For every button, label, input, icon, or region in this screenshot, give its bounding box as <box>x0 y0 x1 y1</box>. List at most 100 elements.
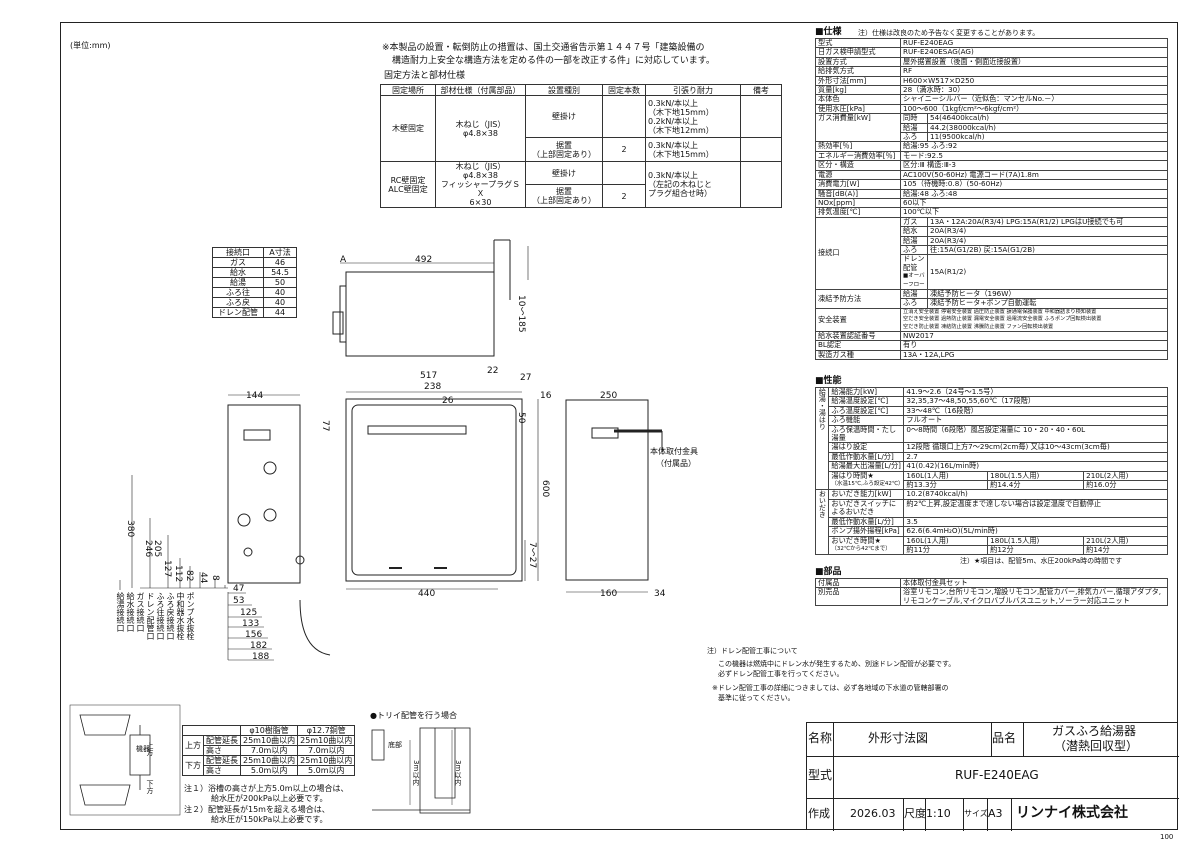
spec-value: 給湯:48 ふろ:48 <box>900 188 1168 199</box>
fixing-type: 据置 <box>556 140 572 150</box>
fixing-material: 6×30 <box>469 198 492 207</box>
port-label: ポンプ水抜栓 <box>186 592 195 640</box>
fixing-count: 2 <box>602 137 646 162</box>
dim-517: 517 <box>420 371 438 381</box>
perf-key: 給湯温度設定[℃] <box>828 396 905 407</box>
top-view-body <box>345 271 495 357</box>
tb-company: リンナイ株式会社 <box>1016 805 1128 821</box>
perf-value: 10.2(8740kcal/h) <box>903 489 1168 500</box>
notice-line1: ※本製品の設置・転倒防止の措置は、国土交通省告示第１４４７号「建築設備の <box>382 43 705 53</box>
trap-base: 底部 <box>388 741 402 749</box>
spec-value: 15A(R1/2) <box>927 254 1168 290</box>
perf-value: 210L(2人用) <box>1083 470 1168 482</box>
spec-value: 20A(R3/4) <box>927 226 1168 237</box>
fixing-title: 固定方法と部材仕様 <box>384 71 466 81</box>
spec-value: 区分:Ⅲ 構造:Ⅲ-3 <box>900 160 1168 171</box>
tb-scale: 1:10 <box>926 807 951 820</box>
spec-value: AC100V(50-60Hz) 電源コード(7A)1.8m <box>900 169 1168 181</box>
perf-value: 41(0.42)(16L/min時) <box>903 461 1168 472</box>
pipe-note-1: 注１）浴槽の高さが上方5.0m以上の場合は、 <box>184 784 349 793</box>
pipe-note-2b: 給水圧が150kPa以上必要です。 <box>211 815 328 824</box>
trap-h1: 3m以内 <box>412 760 420 786</box>
fixing-count: 2 <box>602 184 646 208</box>
pipe-key: 高さ <box>203 765 241 776</box>
fixing-material: フィッシャープラグＳＸ <box>440 180 521 198</box>
fixing-table: 固定場所 部材仕様（付属部品） 設置種別 固定本数 引張り耐力 備考 木壁固定 … <box>380 84 782 208</box>
perf-value: 180L(1.5人用) <box>987 535 1085 546</box>
drain-note-1: 注）ドレン配管工事について <box>707 647 798 655</box>
spec-title-note: 注）仕様は改良のため予告なく変更することがあります。 <box>858 29 1040 37</box>
dim-600: 600 <box>540 480 550 498</box>
spec-value: 100℃以下 <box>900 207 1168 218</box>
port-label: 給水接続口 <box>126 592 135 632</box>
dim-16: 16 <box>540 391 552 401</box>
perf-key: （水温15℃,ふろ設定42℃） <box>831 481 904 488</box>
fixing-type: 据置 <box>556 187 572 196</box>
spec-key: 熱効率[％] <box>815 141 901 152</box>
spec-key: 本体色 <box>815 94 901 105</box>
spec-value: 空だき安全装置 過熱防止装置 漏電安全装置 過電流安全装置 ふろポンプ回転検出装… <box>903 316 1102 323</box>
perf-value: 約14分 <box>1083 544 1168 556</box>
dim-238: 238 <box>424 382 442 392</box>
spec-key: 凍結予防方法 <box>815 288 901 309</box>
spec-value: RF <box>900 66 1168 77</box>
dim-bottom-125: 125 <box>240 608 258 618</box>
perf-key: ふろ保温時間・たし湯量 <box>828 424 905 444</box>
parts-value: 本体取付金具セット <box>900 577 1168 589</box>
perf-key: 湯はり設定 <box>828 442 905 453</box>
dim-bottom-156: 156 <box>245 630 263 640</box>
perf-key: ポンプ揚外揚程[kPa] <box>828 526 905 537</box>
pipe-value: 5.0m以内 <box>297 765 356 776</box>
fixing-force: 0.3kN/本以上 <box>648 171 699 180</box>
fixing-force: 0.3kN/本以上 <box>648 98 699 108</box>
perf-value: 12段階 循環口上方7～29cm(2cm毎) 又は10～43cm(3cm毎) <box>903 442 1168 453</box>
drain-note-4: ※ドレン配管工事の詳細につきましては、必ず各地域の下水道の管轄部署の <box>712 684 949 692</box>
pipe-value: 25m10曲以内 <box>297 735 356 746</box>
perf-value: 約16.0分 <box>1083 480 1168 491</box>
dim-440: 440 <box>418 589 436 599</box>
unit-note: (単位:mm) <box>70 41 111 50</box>
perf-value: 約11分 <box>903 544 989 556</box>
drain-note-2: この機器は燃焼中にドレン水が発生するため、別途ドレン配管が必要です。 <box>718 660 956 668</box>
page-number: 100 <box>1160 833 1174 841</box>
spec-value: 54(46400kcal/h) <box>927 113 1168 124</box>
spec-key: 安全装置 <box>815 307 901 333</box>
dim-left-380: 380 <box>125 520 135 538</box>
spec-key: 日ガス検申請型式 <box>815 47 901 58</box>
dim-bottom-47: 47 <box>233 584 245 594</box>
fixing-material: φ4.8×38 <box>463 171 498 180</box>
dim-26: 26 <box>442 396 454 406</box>
perf-key: おいだきスイッチによるおいだき <box>828 498 905 518</box>
dim-bottom-133: 133 <box>242 619 260 629</box>
spec-key: 騒音[dB(A)] <box>815 188 901 199</box>
pipe-value: 25m10曲以内 <box>239 755 299 766</box>
dim-22: 22 <box>487 366 499 376</box>
port-label: ふろ戻接続口 <box>166 592 175 640</box>
spec-key: 排気温度[℃] <box>815 207 901 218</box>
tb-model: RUF-E240EAG <box>955 768 1039 782</box>
dim-10-185: 10～185 <box>516 295 526 333</box>
dim-144: 144 <box>246 391 264 401</box>
spec-value: 屋外据置設置（後面・側面近接設置） <box>900 56 1168 68</box>
perf-value: 180L(1.5人用) <box>987 470 1085 482</box>
tb-date-label: 作成 <box>808 807 830 820</box>
spec-value: 立消え安全装置 停電安全装置 過圧防止装置 誤通電保護装置 中和器詰まり検知装置 <box>903 308 1097 315</box>
perf-key: （32℃から42℃まで） <box>831 545 891 552</box>
bracket-label-1: 本体取付金具 <box>650 447 698 456</box>
fixing-type: （上部固定あり） <box>532 149 596 159</box>
dim-bottom-182: 182 <box>250 641 268 651</box>
trap-h2: 3m以内 <box>454 760 462 786</box>
notice-line2: 構造耐力上安全な構造方法を定める件の一部を改正する件」に対応しています。 <box>392 56 715 66</box>
perf-value: 32,35,37～48,50,55,60℃（17段階） <box>903 396 1168 407</box>
perf-key: おいだき時間★ <box>831 535 881 545</box>
pipe-value: 25m10曲以内 <box>239 735 299 746</box>
spec-value: 空だき防止装置 凍結防止装置 沸騰防止装置 ファン回転検出装置 <box>903 323 1054 330</box>
fixing-material: φ4.8×38 <box>463 128 498 138</box>
pipe-value: 25m10曲以内 <box>297 755 356 766</box>
perf-key: ふろ機能 <box>828 415 905 426</box>
perf-key: 湯はり時間★ <box>831 470 874 480</box>
outline-drawing <box>69 239 663 816</box>
parts-table: 付属品本体取付金具セット 別売品浴室リモコン,台所リモコン,増設リモコン,配管カ… <box>815 577 1168 607</box>
